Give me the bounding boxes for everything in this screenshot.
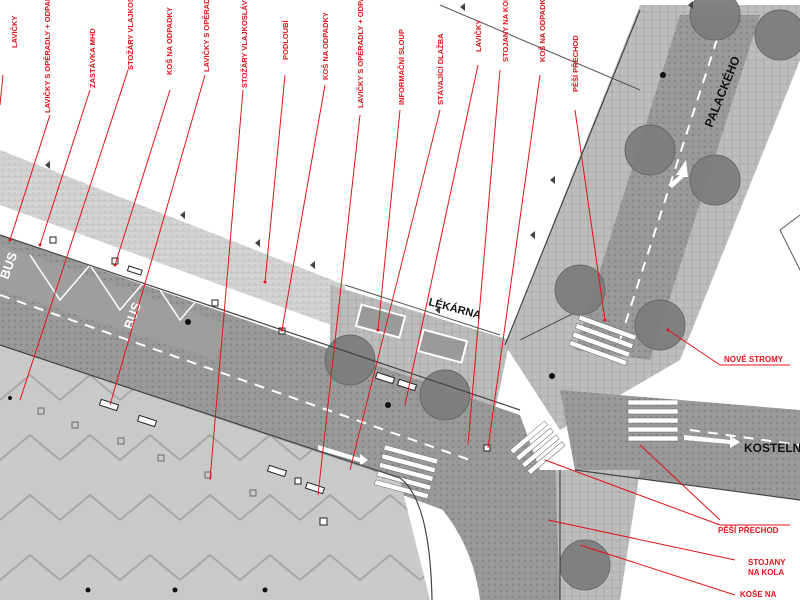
callout-stojany-na-kola: STOJANY NA KOLA	[501, 0, 510, 62]
callout-stozary-vlajkoslavy: STOŽÁRY VLAJKOSLÁVY	[126, 0, 135, 70]
bench	[126, 265, 143, 276]
callout-kos-na-odpadky-2: KOŠ NA ODPADKY	[321, 12, 330, 80]
lower-plaza	[0, 345, 430, 600]
upper-plaza	[0, 150, 345, 330]
south-road	[400, 470, 600, 600]
tree	[324, 334, 376, 386]
street-furniture	[49, 236, 491, 526]
palackeho-carriageway	[575, 15, 760, 360]
bin	[483, 444, 491, 452]
curbs	[0, 9, 800, 600]
street-label-kostelni: KOSTELNÍ	[744, 440, 800, 455]
callout-dots	[8, 238, 670, 332]
callout-informacni-sloup: INFORMAČNÍ SLOUP	[397, 29, 406, 105]
callout-lavicky-2: LAVIČKY	[474, 20, 483, 52]
callout-kos-na-odpadky: KOŠ NA ODPADKY	[165, 7, 174, 75]
lamp-posts	[8, 72, 666, 593]
tree	[559, 539, 611, 591]
bench	[304, 481, 326, 495]
callout-podloubi: PODLOUBÍ	[281, 20, 290, 61]
planters	[354, 303, 469, 364]
bench	[136, 414, 158, 428]
bench	[266, 464, 288, 478]
tree	[634, 299, 686, 351]
bin	[319, 517, 328, 526]
bench	[396, 378, 418, 392]
bench	[374, 371, 396, 385]
bin	[211, 299, 219, 307]
tree	[419, 369, 471, 421]
callout-kose-na: KOŠE NA	[740, 590, 777, 599]
plaza-markers	[37, 407, 257, 497]
bus-bay-hatching	[29, 254, 211, 322]
bin	[49, 236, 57, 244]
bench	[98, 398, 120, 412]
tree	[754, 9, 800, 61]
curb-markers	[45, 1, 693, 314]
callout-pesi-prechod-right: PĚŠÍ PŘECHOD	[718, 526, 779, 535]
callout-lavicky-s-operadly: LAVIČKY S OPĚRADLY	[202, 0, 211, 72]
pedestrian-crossings	[374, 314, 679, 500]
tree	[689, 0, 741, 41]
callout-lavicky-s-operadly-kos: LAVIČKY S OPĚRADLY + ODPADKOVÝ KOŠ	[43, 0, 52, 113]
tree	[689, 154, 741, 206]
trees	[324, 0, 800, 591]
direction-arrows	[318, 160, 740, 466]
building-outlines	[344, 4, 800, 341]
callout-pesi-prechod: PĚŠÍ PŘECHOD	[571, 35, 580, 92]
callout-stavajici-dlazba: STÁVAJÍCÍ DLAŽBA	[436, 33, 445, 105]
callout-leaders	[0, 64, 736, 596]
callout-stozary-vlajkoslavy-2: STOŽÁRY VLAJKOSLÁVY	[240, 0, 249, 88]
bin	[294, 477, 302, 485]
callout-zastavka-mhd: ZASTÁVKA MHD	[88, 28, 97, 88]
tree	[624, 124, 676, 176]
top-callouts: LAVIČKY LAVIČKY S OPĚRADLY + ODPADKOVÝ K…	[10, 0, 580, 113]
callout-nove-stromy: NOVÉ STROMY	[724, 355, 784, 364]
callout-lavicky-s-operadly-kos-2: LAVIČKY S OPĚRADLY + ODPADKOVÝ KOŠ	[356, 0, 365, 108]
callout-kos-na-odpadky-3: KOŠ NA ODPADKY	[538, 0, 547, 62]
tree	[554, 264, 606, 316]
callout-lavicky: LAVIČKY	[10, 16, 19, 48]
